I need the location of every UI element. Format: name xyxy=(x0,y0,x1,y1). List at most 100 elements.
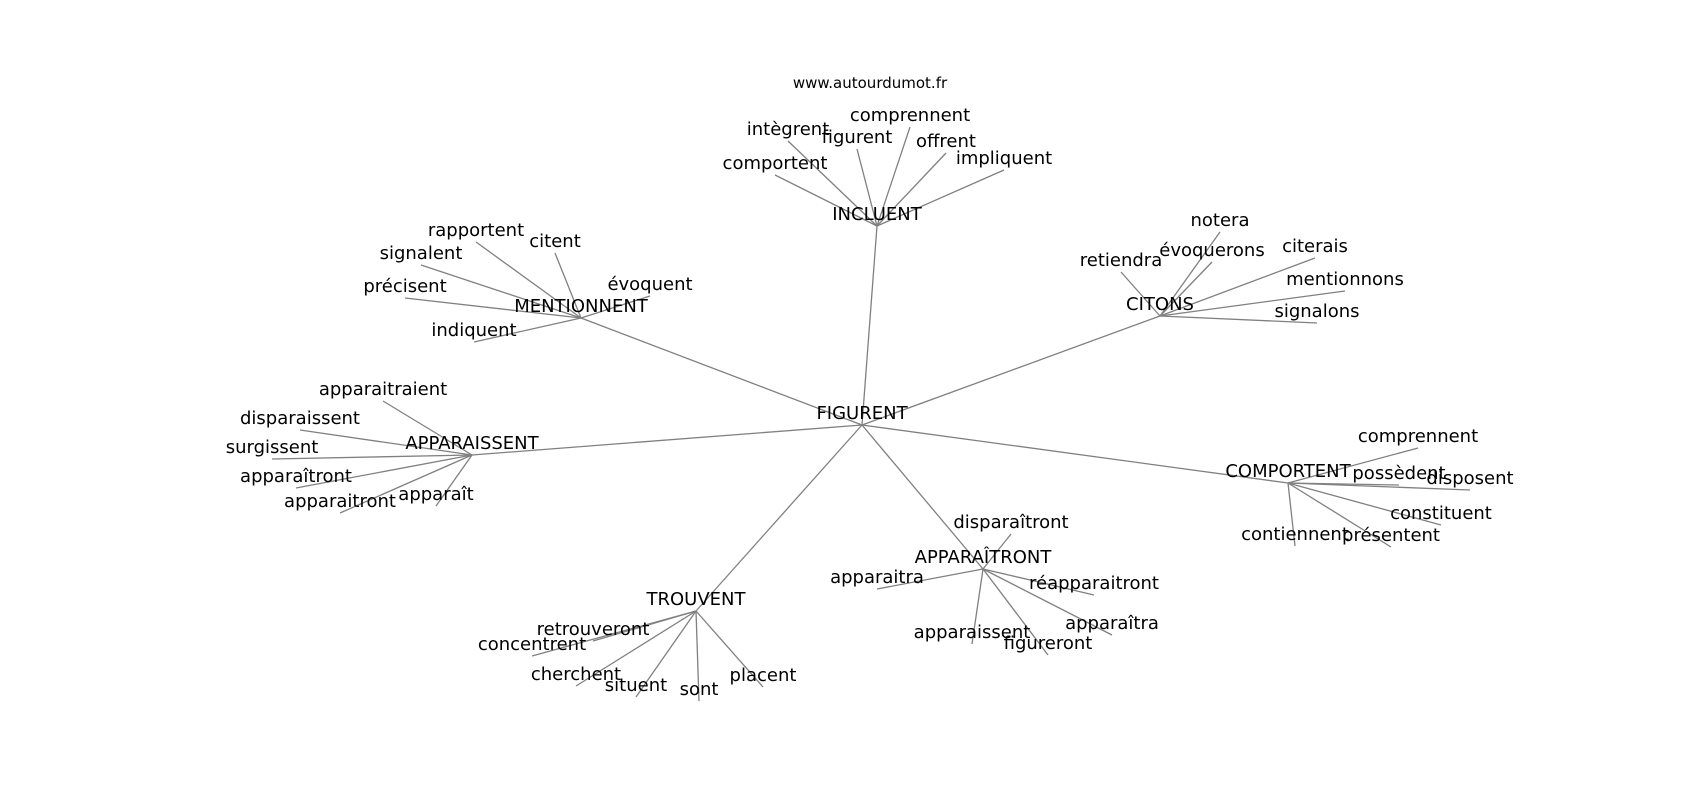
node-label-app-disparaissent: disparaissent xyxy=(240,408,360,429)
edge-mentionnent-to-men-indiquent xyxy=(473,317,582,343)
node-label-citons: CITONS xyxy=(1126,294,1194,315)
edge-figurent-to-trouvent xyxy=(695,424,863,612)
edge-apparaitront-to-apt-apparaissent xyxy=(971,568,984,645)
node-label-men-precisent: précisent xyxy=(363,276,446,297)
node-label-men-signalent: signalent xyxy=(380,243,463,264)
node-label-tro-concentrent: concentrent xyxy=(478,634,586,655)
node-label-apt-apparaitra: apparaitra xyxy=(830,567,924,588)
node-label-inc-integrent: intègrent xyxy=(747,119,830,140)
edge-citons-to-cit-mentionnons xyxy=(1159,290,1346,317)
node-label-tro-sont: sont xyxy=(680,679,719,700)
node-label-app-apparaitront: apparaitront xyxy=(284,491,396,512)
node-label-apt-reapparaitront: réapparaitront xyxy=(1029,573,1159,594)
node-label-app-apparaitront-c: apparaîtront xyxy=(240,466,352,487)
node-label-cit-retiendra: retiendra xyxy=(1080,250,1162,271)
node-label-cit-notera: notera xyxy=(1191,210,1250,231)
node-label-com-presentent: présentent xyxy=(1342,525,1440,546)
edge-comportent-to-com-contiennent xyxy=(1287,482,1296,547)
node-label-apt-apparaitra-c: apparaîtra xyxy=(1065,613,1159,634)
node-label-com-comprennent: comprennent xyxy=(1358,426,1478,447)
graph-nodes: FIGURENT INCLUENT MENTIONNENT CITONS APPARAI… xyxy=(226,105,1514,700)
edge-citons-to-cit-citerais xyxy=(1159,257,1316,317)
edge-figurent-to-citons xyxy=(861,315,1161,426)
edge-figurent-to-apparaitront xyxy=(861,424,984,570)
edge-trouvent-to-tro-cherchent xyxy=(575,610,697,687)
node-label-inc-comportent: comportent xyxy=(723,153,828,174)
edge-trouvent-to-tro-placent xyxy=(695,610,764,688)
edge-apparaissent-to-app-apparait xyxy=(435,454,473,507)
node-label-tro-retrouveront: retrouveront xyxy=(537,619,650,640)
graph-edges xyxy=(271,126,1471,702)
edge-apparaitront-to-apt-apparaitra xyxy=(876,568,984,590)
node-label-apparaitront: APPARAÎTRONT xyxy=(915,546,1053,568)
node-label-comportent: COMPORTENT xyxy=(1225,461,1351,482)
edge-figurent-to-mentionnent xyxy=(580,317,863,426)
edge-incluent-to-inc-impliquent xyxy=(876,169,1005,227)
node-label-tro-situent: situent xyxy=(605,675,667,696)
edge-mentionnent-to-men-precisent xyxy=(404,297,582,319)
edge-trouvent-to-tro-concentrent xyxy=(531,610,697,657)
node-label-apparaissent: APPARAISSENT xyxy=(405,433,539,454)
edge-figurent-to-incluent xyxy=(861,225,878,426)
node-label-cit-evoquerons: évoquerons xyxy=(1159,240,1264,261)
node-label-com-disposent: disposent xyxy=(1426,468,1513,489)
node-label-men-evoquent: évoquent xyxy=(607,274,692,295)
edge-comportent-to-com-disposent xyxy=(1287,482,1471,491)
node-label-com-constituent: constituent xyxy=(1390,503,1492,524)
edge-incluent-to-inc-comprennent xyxy=(876,126,911,227)
edge-mentionnent-to-men-citent xyxy=(554,252,582,319)
site-watermark: www.autourdumot.fr xyxy=(793,74,948,92)
edge-mentionnent-to-men-signalent xyxy=(420,264,582,319)
edge-mentionnent-to-men-rapportent xyxy=(475,241,582,319)
edge-figurent-to-comportent xyxy=(861,424,1289,484)
node-label-cit-mentionnons: mentionnons xyxy=(1286,269,1404,290)
node-label-app-apparait: apparaît xyxy=(398,484,473,505)
edge-apparaitront-to-apt-reapparaitront xyxy=(982,568,1095,596)
edge-citons-to-cit-retiendra xyxy=(1120,271,1161,317)
edge-apparaissent-to-app-surgissent xyxy=(271,454,473,460)
node-label-inc-figurent: figurent xyxy=(822,127,893,148)
edge-incluent-to-inc-offrent xyxy=(876,152,947,227)
edge-comportent-to-com-constituent xyxy=(1287,482,1442,526)
edge-apparaissent-to-app-apparaitront-c xyxy=(295,454,473,489)
node-label-apt-figureront: figureront xyxy=(1004,633,1093,654)
edge-apparaissent-to-app-disparaissent xyxy=(299,429,473,456)
edge-trouvent-to-tro-situent xyxy=(635,610,697,698)
edge-apparaitront-to-apt-apparaitra-c xyxy=(982,568,1113,636)
edge-incluent-to-inc-comportent xyxy=(774,174,878,227)
edge-apparaissent-to-app-apparaitront xyxy=(339,454,473,514)
node-label-men-rapportent: rapportent xyxy=(428,220,524,241)
node-label-tro-cherchent: cherchent xyxy=(531,664,621,685)
node-label-app-apparaitraient: apparaitraient xyxy=(319,379,447,400)
edge-figurent-to-apparaissent xyxy=(471,424,863,456)
node-label-cit-signalons: signalons xyxy=(1274,301,1359,322)
node-label-com-contiennent: contiennent xyxy=(1241,524,1349,545)
node-label-trouvent: TROUVENT xyxy=(646,589,747,610)
edge-mentionnent-to-men-evoquent xyxy=(580,295,651,319)
node-label-com-possedent: possèdent xyxy=(1352,463,1445,484)
edge-citons-to-cit-signalons xyxy=(1159,315,1318,324)
edge-apparaissent-to-app-apparaitraient xyxy=(382,400,473,456)
node-label-apt-disparaitront: disparaîtront xyxy=(953,512,1068,533)
edge-comportent-to-com-presentent xyxy=(1287,482,1392,548)
node-label-apt-apparaissent: apparaissent xyxy=(914,622,1031,643)
node-label-tro-placent: placent xyxy=(730,665,797,686)
edge-trouvent-to-tro-sont xyxy=(695,610,700,702)
edge-incluent-to-inc-integrent xyxy=(787,140,878,227)
node-label-mentionnent: MENTIONNENT xyxy=(514,296,649,317)
node-label-inc-impliquent: impliquent xyxy=(956,148,1052,169)
node-label-men-citent: citent xyxy=(529,231,581,252)
edge-citons-to-cit-evoquerons xyxy=(1159,261,1213,317)
edge-citons-to-cit-notera xyxy=(1159,231,1221,317)
node-label-inc-offrent: offrent xyxy=(916,131,976,152)
node-label-figurent: FIGURENT xyxy=(816,403,908,424)
edge-apparaitront-to-apt-figureront xyxy=(982,568,1049,656)
node-label-incluent: INCLUENT xyxy=(832,204,922,225)
node-label-app-surgissent: surgissent xyxy=(226,437,319,458)
node-label-men-indiquent: indiquent xyxy=(431,320,516,341)
edge-incluent-to-inc-figurent xyxy=(856,148,878,227)
edge-comportent-to-com-comprennent xyxy=(1287,447,1419,484)
edge-apparaitront-to-apt-disparaitront xyxy=(982,533,1012,570)
node-label-cit-citerais: citerais xyxy=(1282,236,1348,257)
